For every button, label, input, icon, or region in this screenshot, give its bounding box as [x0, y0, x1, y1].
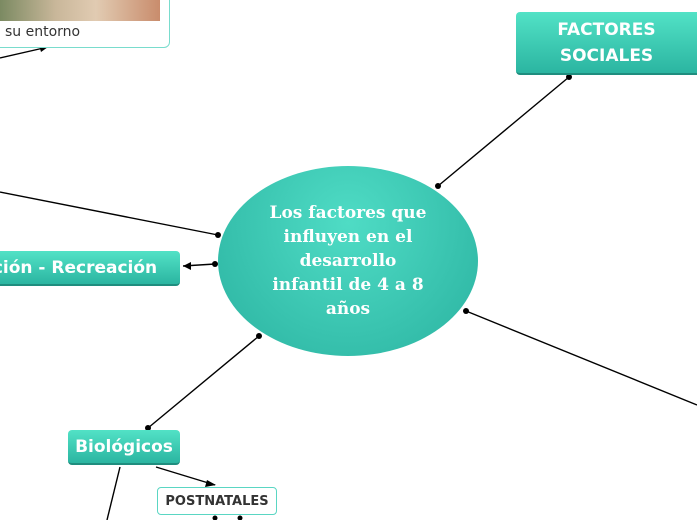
- link-dot: [256, 333, 262, 339]
- link-dot: [463, 308, 469, 314]
- card-image: [0, 0, 160, 21]
- topic-recreacion[interactable]: ción - Recreación: [0, 251, 180, 286]
- topic-biologicos[interactable]: Biológicos: [68, 430, 180, 465]
- link-dot: [238, 516, 243, 520]
- central-topic[interactable]: Los factores que influyen en el desarrol…: [218, 166, 478, 356]
- link-postnatales: [156, 467, 215, 485]
- arrowhead: [183, 262, 191, 270]
- link-factores-sociales: [438, 77, 569, 186]
- subtopic-postnatales[interactable]: POSTNATALES: [157, 487, 277, 515]
- link-biologicos: [148, 336, 259, 428]
- link-right-branch: [466, 311, 697, 405]
- link-dot: [213, 516, 218, 520]
- link-left-branch: [0, 192, 218, 235]
- link-dot: [215, 232, 221, 238]
- topic-factores-sociales[interactable]: FACTORES SOCIALES: [516, 12, 697, 75]
- link-dot: [435, 183, 441, 189]
- link-biologicos-down: [107, 467, 120, 520]
- card-caption: su entorno: [5, 24, 80, 40]
- top-image-card[interactable]: su entorno: [0, 0, 170, 48]
- arrowhead: [205, 480, 216, 487]
